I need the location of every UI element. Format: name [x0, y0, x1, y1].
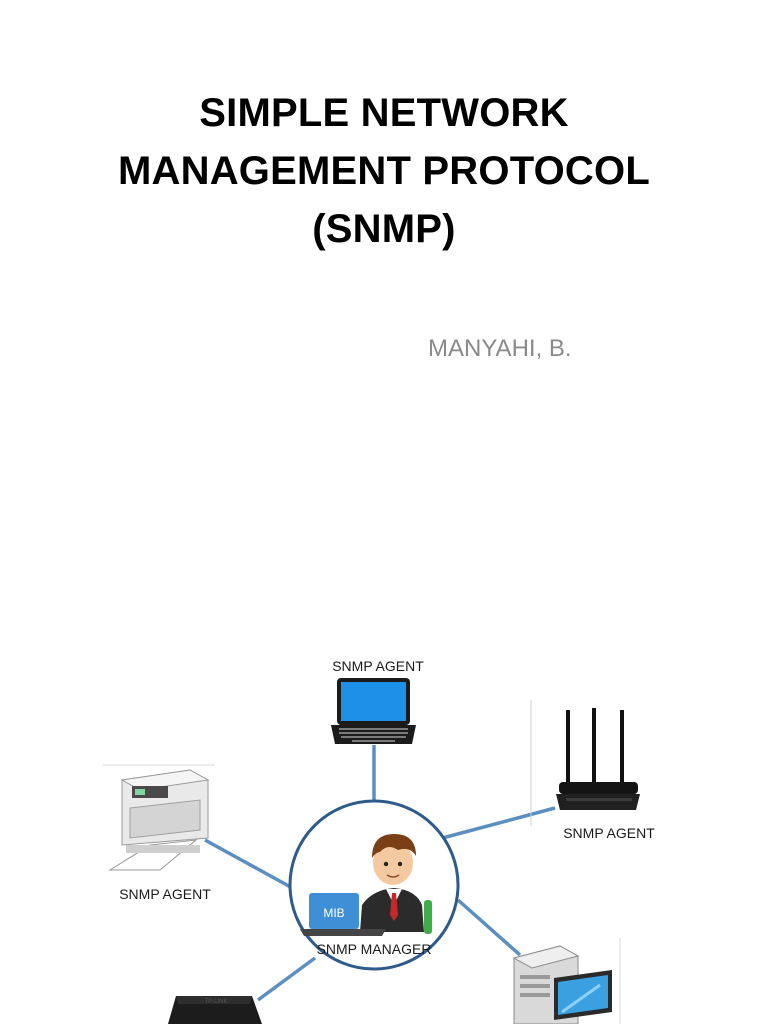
agent-router-label: SNMP AGENT: [563, 825, 655, 841]
agent-printer-label: SNMP AGENT: [119, 886, 211, 902]
router-icon: [530, 700, 640, 826]
switch-icon: [168, 996, 262, 1024]
mib-label: MIB: [323, 906, 344, 920]
manager-person-icon: [360, 834, 432, 934]
slide-title: SIMPLE NETWORK MANAGEMENT PROTOCOL (SNMP…: [40, 84, 728, 258]
agent-top-label: SNMP AGENT: [332, 658, 424, 674]
title-line-2: MANAGEMENT PROTOCOL: [118, 149, 650, 193]
link-router-agent: [434, 806, 556, 842]
snmp-network-diagram: SNMP AGENT SNMP AGENT SNMP AGENT: [0, 640, 768, 1024]
mib-laptop-icon: [300, 893, 386, 936]
title-line-1: SIMPLE NETWORK: [199, 91, 569, 135]
slide-author: MANYAHI, B.: [428, 335, 572, 362]
desktop-computer-icon: [512, 938, 621, 1024]
link-computer-agent: [456, 898, 522, 957]
switch-brand-label: TP-LINK: [204, 999, 227, 1005]
link-printer-agent: [204, 838, 297, 892]
printer-icon: [103, 764, 215, 871]
title-line-3: (SNMP): [312, 207, 456, 251]
link-switch: [256, 956, 317, 1002]
laptop-icon: [331, 678, 416, 744]
manager-label: SNMP MANAGER: [317, 941, 432, 957]
